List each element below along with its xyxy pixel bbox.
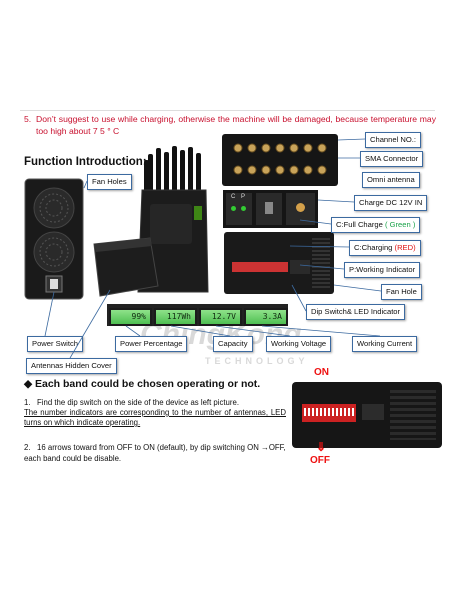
dip-on-label: ON	[314, 367, 329, 378]
step-2-text: 16 arrows toward from OFF to ON (default…	[24, 443, 286, 463]
charge-port-panel: C P	[223, 190, 318, 228]
warning-text: Don’t suggest to use while charging, oth…	[36, 114, 436, 136]
lcd-working-voltage: 12.7V	[199, 308, 242, 326]
diamond-bullet-icon: ◆	[24, 378, 35, 390]
warning-number: 5.	[24, 114, 32, 124]
step-1: 1. Find the dip switch on the side of th…	[24, 398, 286, 428]
label-working-current: Working Current	[352, 336, 418, 352]
label-full-charge: C:Full Charge ( Green )	[331, 217, 421, 233]
panel-label-c: C	[231, 194, 236, 200]
label-omni-antenna: Omni antenna	[362, 172, 420, 188]
lcd-capacity: 117Wh	[154, 308, 197, 326]
sma-connector-panel	[222, 134, 338, 186]
lcd-working-current: 3.3A	[244, 308, 288, 326]
switch-icon	[265, 202, 273, 214]
led-c-icon	[231, 206, 236, 211]
dc-port-icon	[296, 203, 305, 212]
band-heading-text: Each band could be chosen operating or n…	[35, 378, 261, 390]
label-working-voltage: Working Voltage	[266, 336, 332, 352]
band-heading: ◆ Each band could be chosen operating or…	[24, 378, 260, 390]
dip-arrow-icon: ⇓	[316, 440, 327, 454]
step-2-number: 2.	[24, 443, 31, 452]
lcd-display-bar	[107, 304, 288, 326]
side-panel-image	[224, 232, 334, 294]
label-power-switch: Power Switch	[27, 336, 84, 352]
warning-note: 5. Don’t suggest to use while charging, …	[24, 113, 436, 137]
label-charge-dc: Charge DC 12V IN	[354, 195, 428, 211]
label-fan-hole: Fan Hole	[381, 284, 422, 300]
label-charging-text: C:Charging	[354, 243, 393, 252]
divider-top	[20, 110, 435, 111]
label-full-charge-text: C:Full Charge	[336, 220, 383, 229]
label-capacity: Capacity	[213, 336, 253, 352]
panel-label-p: P	[241, 194, 246, 200]
step-1-line2: The number indicators are corresponding …	[24, 408, 286, 427]
label-dip-switch: Dip Switch& LED Indicator	[306, 304, 406, 320]
label-power-percentage: Power Percentage	[115, 336, 188, 352]
label-full-charge-color: ( Green )	[384, 220, 416, 229]
antennas-hidden-cover-image	[90, 236, 160, 298]
step-1-number: 1.	[24, 398, 31, 407]
label-charging: C:Charging (RED)	[349, 240, 421, 256]
led-p-icon	[241, 206, 246, 211]
label-charging-color: (RED)	[394, 243, 416, 252]
device-main-image	[136, 144, 211, 294]
label-sma-connector: SMA Connector	[360, 151, 424, 167]
step-2: 2. 16 arrows toward from OFF to ON (defa…	[24, 443, 286, 464]
label-fan-holes: Fan Holes	[87, 174, 132, 190]
dip-off-label: OFF	[310, 455, 330, 466]
function-introduction-title: Function Introduction:	[24, 156, 147, 168]
dip-switch-image	[292, 382, 442, 448]
watermark-sub: TECHNOLOGY	[205, 356, 309, 366]
label-channel-no: Channel NO.:	[365, 132, 422, 148]
label-working-indicator: P:Working Indicator	[344, 262, 421, 278]
step-1-line1: Find the dip switch on the side of the d…	[37, 398, 239, 407]
label-antennas-hidden-cover: Antennas Hidden Cover	[26, 358, 117, 374]
lcd-power-percentage: 99%	[109, 308, 152, 326]
